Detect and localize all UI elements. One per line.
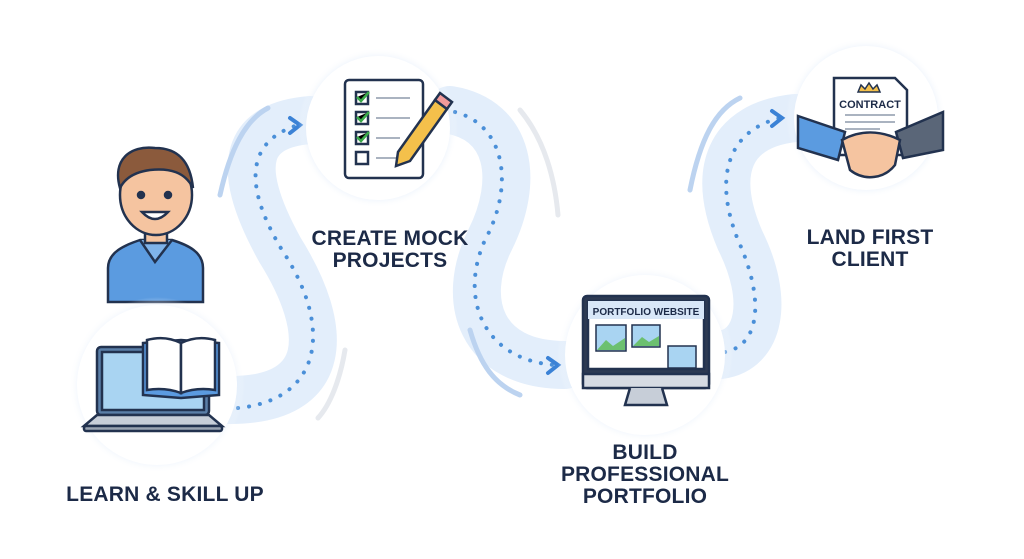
step-title-line: PORTFOLIO	[582, 485, 708, 508]
monitor-portfolio-icon	[581, 294, 711, 407]
step-label-first-client: LAND FIRST CLIENT	[780, 227, 960, 271]
step-label-learn: LEARN & SKILL UP	[40, 484, 290, 506]
step-title-line: CREATE MOCK	[311, 227, 469, 250]
step-title-line: BUILD	[612, 441, 678, 464]
contract-title: CONTRACT	[839, 99, 901, 111]
step-title-line: PROJECTS	[332, 249, 448, 272]
step-title-line: CLIENT	[831, 248, 909, 271]
step-label-mock-projects: CREATE MOCK PROJECTS	[290, 228, 490, 272]
laptop-book-icon	[80, 336, 226, 433]
screen-title: PORTFOLIO WEBSITE	[593, 307, 700, 318]
step-title-line: LEARN & SKILL UP	[66, 483, 264, 506]
step-title-line: LAND FIRST	[806, 226, 934, 249]
step-label-portfolio: BUILD PROFESSIONAL PORTFOLIO	[545, 442, 745, 508]
person-avatar-icon	[106, 146, 205, 304]
step-title-line: PROFESSIONAL	[560, 463, 730, 486]
checklist-pencil-icon	[343, 78, 454, 180]
journey-path	[206, 86, 819, 424]
handshake-contract-icon	[796, 76, 945, 179]
